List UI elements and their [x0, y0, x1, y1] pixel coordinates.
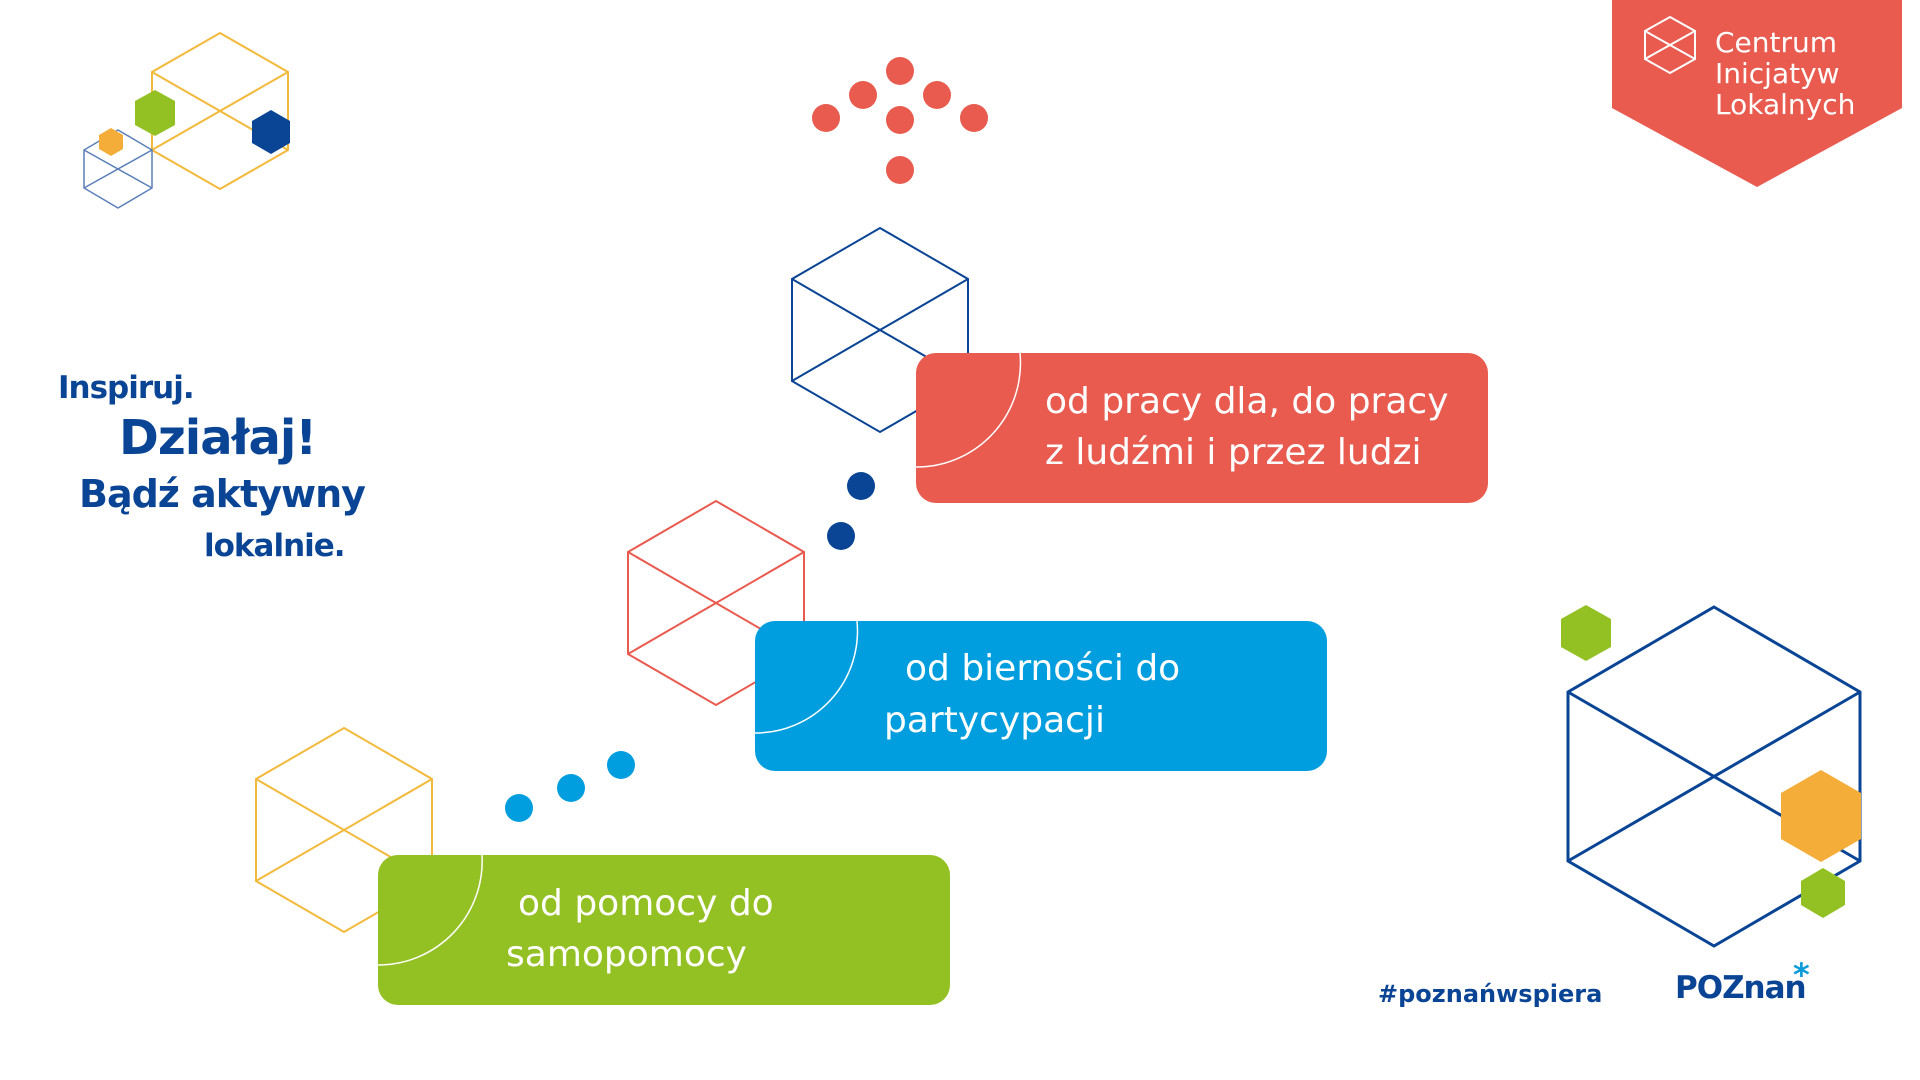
hexagon-green-top-left	[135, 90, 175, 136]
logo-background-shape	[1612, 0, 1902, 187]
transition-box-participation: od bierności do partycypacji	[755, 621, 1327, 771]
dot-row-blue	[505, 751, 635, 822]
box-text-line-2: partycypacji	[884, 700, 1105, 741]
dot-pair-navy	[827, 472, 875, 550]
box-text-line-2: samopomocy	[506, 934, 747, 975]
hexagon-orange-right	[1781, 770, 1861, 862]
transition-box-work: od pracy dla, do pracy z ludźmi i przez …	[916, 353, 1488, 503]
logo-line-1: Centrum	[1715, 26, 1838, 59]
hexagon-orange-top-left	[99, 128, 123, 156]
box-text-line-1: od pracy dla, do pracy	[1045, 381, 1449, 422]
hashtag: #poznańwspiera	[1378, 980, 1603, 1008]
box-arc-decoration	[378, 855, 483, 966]
hexagon-navy-top-left	[252, 110, 290, 154]
city-logo: POZnan *	[1675, 956, 1810, 1006]
box-text-line-1: od bierności do	[905, 648, 1181, 689]
hexagon-green-right-bottom	[1801, 868, 1845, 918]
logo-line-2: Inicjatyw	[1715, 57, 1840, 90]
slogan-line-1: Inspiruj.	[58, 370, 195, 406]
logo-text: Centrum Inicjatyw Lokalnych	[1715, 27, 1855, 120]
hexagon-green-right-top	[1561, 605, 1611, 661]
slogan-line-4: lokalnie.	[204, 528, 346, 564]
slogan-line-2: Działaj!	[119, 410, 317, 466]
logo-line-3: Lokalnych	[1715, 88, 1856, 121]
box-arc-decoration	[916, 353, 1022, 468]
logo-cube-icon	[1644, 15, 1696, 75]
city-logo-text: POZnan	[1675, 970, 1807, 1006]
city-logo-star-icon: *	[1793, 956, 1810, 994]
transition-box-self-help: od pomocy do samopomocy	[378, 855, 950, 1005]
box-arc-decoration	[755, 621, 859, 734]
box-text-line-2: z ludźmi i przez ludzi	[1045, 432, 1422, 473]
dot-cluster-red	[812, 57, 988, 184]
box-text-line-1: od pomocy do	[518, 883, 774, 924]
slogan-line-3: Bądź aktywny	[79, 472, 366, 516]
cube-outline-navy-top-left	[83, 129, 153, 209]
